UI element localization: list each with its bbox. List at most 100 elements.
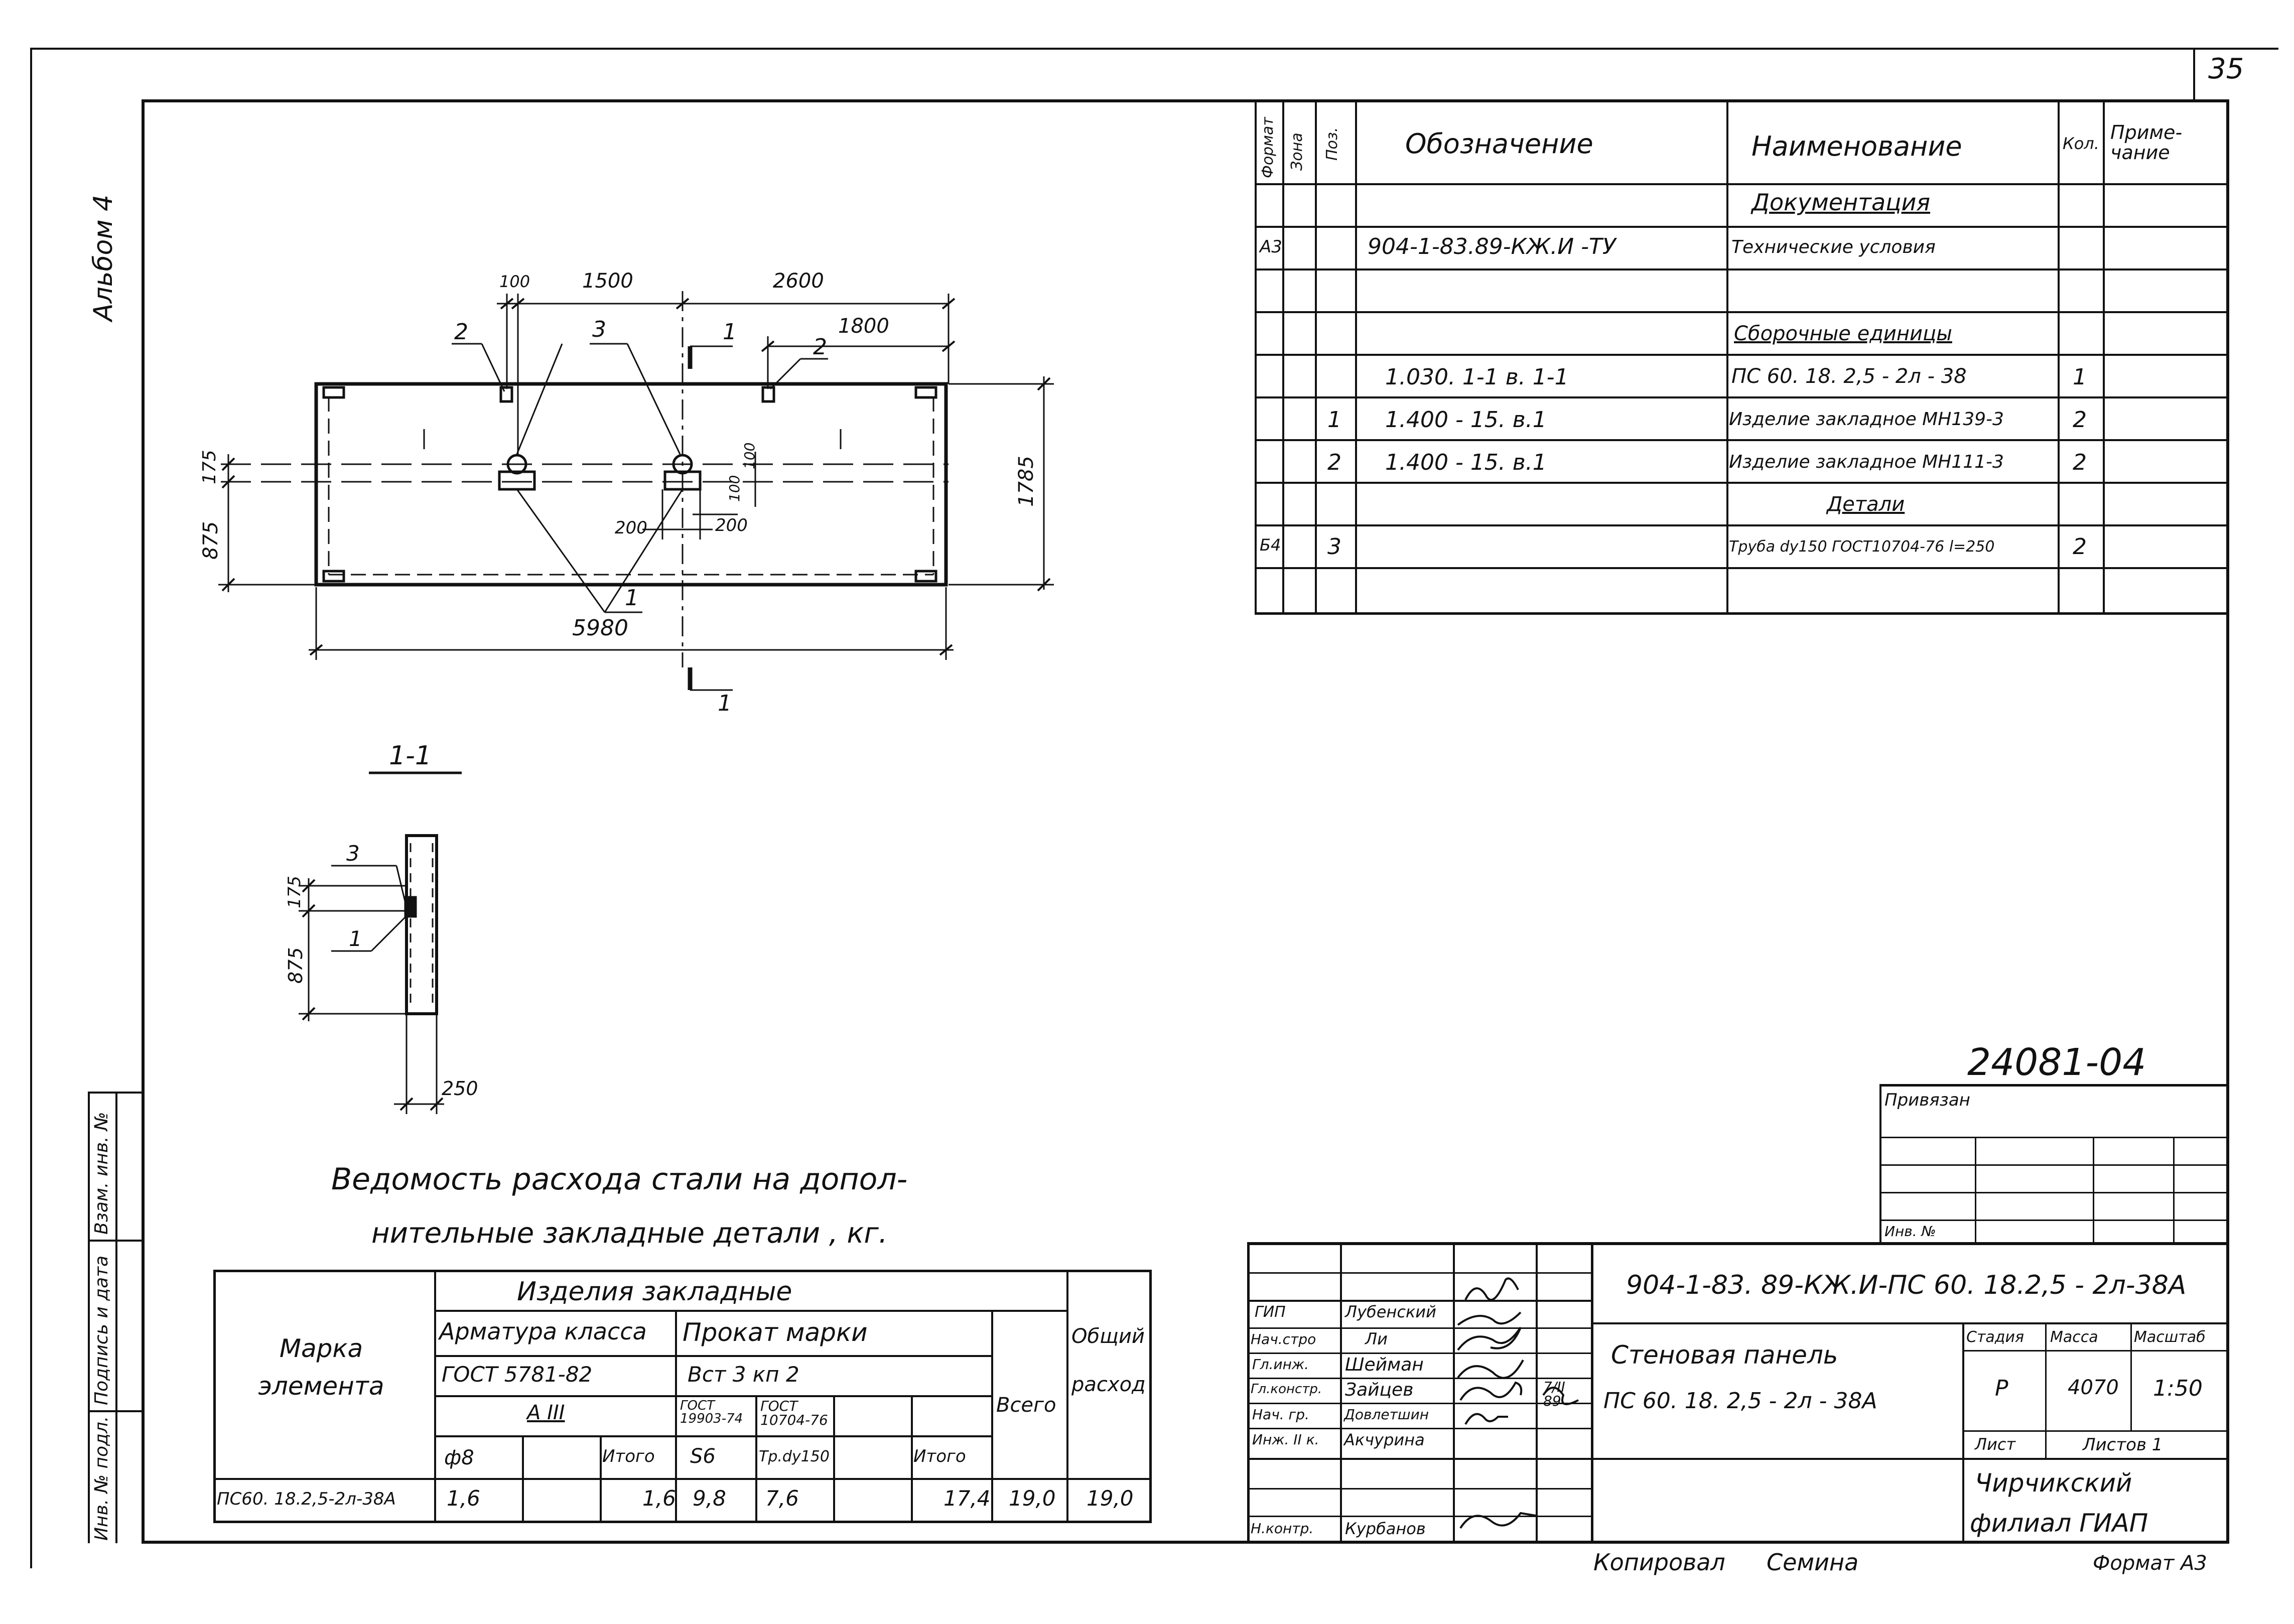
spec-row-heading-details: Детали: [1827, 493, 1905, 516]
title-h-stage: Стадия: [1966, 1328, 2025, 1346]
spec-h-name: Наименование: [1751, 130, 1962, 162]
page-number: 35: [2208, 53, 2244, 85]
callout-1-section: 1: [723, 319, 737, 345]
steel-sub-f8: ф8: [444, 1446, 474, 1469]
spec-row-name: Труба dу150 ГОСТ10704-76 l=250: [1729, 538, 1995, 556]
name-8: Курбанов: [1345, 1519, 1426, 1538]
dim-1800: 1800: [838, 315, 889, 338]
spec-h-note: Приме-чание: [2110, 121, 2183, 164]
dim-inner-200a: 200: [615, 518, 647, 538]
title-name-1: Стеновая панель: [1611, 1340, 1838, 1370]
steel-sub-s6: S6: [690, 1445, 716, 1468]
steel-row-total: 19,0: [1009, 1486, 1056, 1511]
callout-2-left: 2: [454, 319, 468, 345]
role-5: Инж. II к.: [1252, 1431, 1319, 1448]
spec-row-pos: 1: [1327, 407, 1341, 433]
spec-row-designation: 904-1-83.89-КЖ.И -ТУ: [1368, 234, 1616, 259]
spec-row-qty: 2: [2073, 407, 2087, 433]
title-name-2: ПС 60. 18. 2,5 - 2л - 38А: [1603, 1388, 1877, 1414]
title-sheet: Лист: [1975, 1435, 2016, 1454]
steel-h-mark: Марка элемента: [258, 1334, 384, 1401]
title-sheets: Листов 1: [2083, 1435, 2163, 1455]
steel-title-1: Ведомость расхода стали на допол-: [331, 1162, 908, 1197]
date-mark: 7/II 89: [1543, 1379, 1565, 1409]
outer-border: [30, 48, 2278, 1568]
role-1: Нач.стро: [1251, 1331, 1316, 1347]
footer-copier: Семина: [1767, 1549, 1859, 1576]
spec-row-heading-docs: Документация: [1751, 189, 1931, 216]
spec-row-designation: 1.400 - 15. в.1: [1385, 407, 1547, 433]
drawing-number: 24081-04: [1967, 1041, 2146, 1084]
steel-h-gost1: ГОСТ 19903-74: [680, 1398, 743, 1426]
steel-h-items: Изделия закладные: [517, 1277, 792, 1307]
callout-2-right: 2: [813, 334, 827, 360]
role-3: Гл.констр.: [1251, 1382, 1322, 1397]
name-5: Акчурина: [1344, 1430, 1425, 1449]
steel-row-mark: ПС60. 18.2,5-2л-38А: [217, 1489, 396, 1509]
steel-sub-itogo2: Итого: [913, 1446, 966, 1466]
dim-100-top: 100: [499, 272, 530, 291]
steel-sub-itogo1: Итого: [602, 1446, 655, 1466]
spec-row-format: А3: [1260, 237, 1282, 257]
spec-row-heading-asm: Сборочные единицы: [1734, 322, 1952, 345]
section-mark-bottom: 1: [718, 691, 732, 716]
spec-row-pos: 2: [1327, 450, 1341, 475]
spec-row-name: ПС 60. 18. 2,5 - 2л - 38: [1731, 365, 1967, 388]
steel-h-rolled-steel: Вст 3 кп 2: [688, 1362, 799, 1387]
steel-row-v2: 1,6: [642, 1486, 676, 1511]
spec-row-name: Изделие закладное МН139-3: [1729, 409, 2004, 430]
steel-row-v0: 1,6: [447, 1486, 480, 1511]
steel-title-2: нительные закладные детали , кг.: [371, 1217, 888, 1250]
title-org-1: Чирчикский: [1975, 1468, 2132, 1498]
spec-row-designation: 1.030. 1-1 в. 1-1: [1385, 364, 1569, 390]
name-1: Ли: [1365, 1329, 1388, 1348]
drawing-frame: [142, 99, 2229, 1544]
steel-h-overall: Общий расход: [1071, 1325, 1146, 1396]
steel-h-rebar: Арматура класса: [439, 1318, 647, 1345]
title-scale: 1:50: [2153, 1376, 2203, 1401]
spec-row-qty: 1: [2073, 364, 2087, 390]
role-8: Н.контр.: [1251, 1520, 1314, 1537]
steel-h-rebar-gost: ГОСТ 5781-82: [442, 1362, 593, 1387]
title-h-mass: Масса: [2050, 1328, 2098, 1346]
steel-h-gost2: ГОСТ 10704-76: [760, 1398, 828, 1428]
callout-1-bottom: 1: [625, 585, 639, 611]
dim-inner-200b: 200: [715, 515, 748, 535]
steel-row-overall: 19,0: [1087, 1486, 1134, 1511]
role-0: ГИП: [1255, 1303, 1286, 1321]
steel-row-v4: 7,6: [765, 1486, 799, 1511]
footer-copied: Копировал: [1593, 1549, 1725, 1576]
title-h-scale: Масштаб: [2134, 1328, 2206, 1346]
spec-row-format: Б4: [1260, 535, 1281, 555]
title-mass: 4070: [2068, 1376, 2119, 1399]
steel-h-total: Всего: [996, 1394, 1056, 1417]
footer-format: Формат А3: [2093, 1552, 2207, 1575]
spec-row-qty: 2: [2073, 450, 2087, 475]
spec-row-designation: 1.400 - 15. в.1: [1385, 450, 1547, 475]
section-callout-1: 1: [349, 926, 362, 951]
role-2: Гл.инж.: [1252, 1356, 1309, 1373]
spec-row-qty: 2: [2073, 534, 2087, 560]
spec-h-qty: Кол.: [2063, 134, 2099, 153]
title-org-2: филиал ГИАП: [1970, 1509, 2148, 1538]
section-title: 1-1: [389, 741, 432, 771]
steel-h-rebar-class: А III: [527, 1401, 565, 1424]
binding-title: Привязан: [1884, 1090, 1970, 1110]
role-4: Нач. гр.: [1252, 1406, 1309, 1423]
name-0: Лубенский: [1345, 1302, 1436, 1321]
section-dim-250: 250: [442, 1077, 478, 1100]
name-3: Зайцев: [1345, 1380, 1414, 1400]
title-stage: Р: [1995, 1376, 2008, 1401]
steel-h-rolled: Прокат марки: [683, 1318, 868, 1347]
dim-2600: 2600: [773, 269, 824, 293]
steel-sub-tube: Тр.dу150: [759, 1448, 830, 1465]
title-code: 904-1-83. 89-КЖ.И-ПС 60. 18.2,5 - 2л-38А: [1626, 1270, 2187, 1300]
dim-5980: 5980: [572, 615, 628, 641]
spec-row-name: Технические условия: [1731, 237, 1936, 257]
dim-1500: 1500: [582, 269, 633, 293]
spec-row-name: Изделие закладное МН111-3: [1729, 452, 2004, 472]
steel-row-v6: 17,4: [943, 1486, 991, 1511]
spec-row-pos: 3: [1327, 534, 1341, 560]
